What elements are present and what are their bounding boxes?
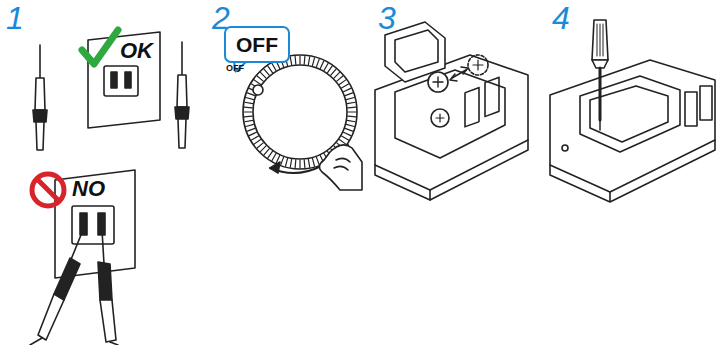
knurl-stroke — [257, 143, 263, 148]
knurl-stroke — [264, 69, 269, 75]
knurl-stroke — [268, 151, 273, 158]
knurl-stroke — [308, 57, 309, 65]
knurl-stroke — [268, 66, 273, 73]
knurl-stroke — [337, 76, 343, 81]
knurl-stroke — [316, 157, 319, 165]
knurl-stroke — [339, 140, 346, 145]
knurl-stroke — [347, 102, 355, 103]
knurl-stroke — [344, 88, 351, 91]
knurl-stroke — [254, 80, 261, 85]
knurl-stroke — [299, 160, 300, 168]
knurl-stroke — [339, 80, 346, 85]
knurl-stroke — [290, 57, 291, 65]
knurl-stroke — [347, 120, 355, 121]
callout-text: OFF — [236, 34, 278, 55]
knurl-stroke — [244, 111, 252, 112]
no-label: NO — [72, 178, 105, 200]
ok-label: OK — [120, 40, 153, 62]
knurl-stroke — [272, 154, 276, 161]
knurl-stroke — [290, 159, 291, 167]
step-number: 3 — [378, 2, 396, 34]
knurl-stroke — [344, 132, 351, 135]
knurl-stroke — [346, 124, 354, 126]
knurl-stroke — [299, 56, 300, 64]
knurl-stroke — [304, 56, 306, 64]
knurl-stroke — [249, 132, 256, 135]
knurl-stroke — [295, 56, 297, 64]
knurl-stroke — [281, 157, 284, 165]
knurl-stroke — [257, 76, 263, 81]
knurl-stroke — [316, 59, 319, 67]
knurl-stroke — [295, 160, 297, 168]
knurl-stroke — [348, 116, 356, 118]
knurl-stroke — [348, 107, 356, 109]
knurl-stroke — [247, 128, 255, 131]
knurl-stroke — [342, 136, 349, 140]
knurl-stroke — [334, 72, 340, 78]
knurl-stroke — [328, 66, 333, 73]
step-number: 1 — [6, 2, 24, 34]
knurl-stroke — [331, 69, 336, 75]
knurl-stroke — [254, 140, 261, 145]
knurl-stroke — [345, 93, 353, 96]
knurl-stroke — [245, 120, 253, 121]
knurl-stroke — [272, 64, 276, 71]
knurl-stroke — [264, 149, 269, 155]
knurl-stroke — [342, 84, 349, 88]
knurl-stroke — [304, 160, 306, 168]
knurl-stroke — [252, 136, 259, 140]
off-position: OFF — [226, 64, 244, 73]
knurl-stroke — [260, 146, 266, 152]
knurl-stroke — [244, 107, 252, 109]
step-number: 4 — [552, 2, 570, 34]
knurl-stroke — [348, 111, 356, 112]
knurl-stroke — [324, 64, 328, 71]
knurl-stroke — [260, 72, 266, 78]
knurl-stroke — [320, 61, 323, 68]
knurl-stroke — [308, 159, 309, 167]
knurl-stroke — [245, 102, 253, 103]
knurl-stroke — [312, 158, 314, 166]
knurl-stroke — [286, 158, 288, 166]
knurl-stroke — [244, 116, 252, 118]
knurl-stroke — [246, 124, 254, 126]
knurl-stroke — [345, 128, 353, 131]
knurl-stroke — [312, 58, 314, 66]
knurl-stroke — [246, 98, 254, 100]
callout-box: OFF — [224, 26, 290, 63]
knurl-stroke — [346, 98, 354, 100]
